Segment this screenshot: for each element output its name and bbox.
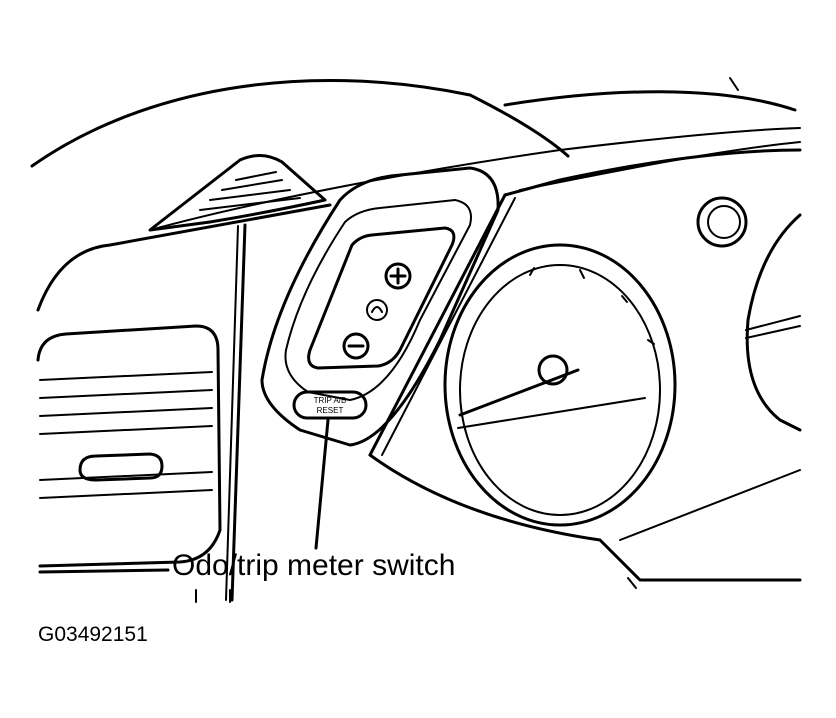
cluster-knob: [696, 196, 748, 248]
trip-reset-switch[interactable]: [292, 390, 368, 420]
button-panel: [307, 226, 456, 370]
cluster-divider-inner: [381, 197, 516, 456]
switch-pod-inner: [284, 199, 472, 401]
minus-button[interactable]: [342, 332, 370, 360]
side-air-vent: [36, 324, 222, 568]
vent-slat: [221, 179, 283, 191]
speedometer-bezel: [443, 243, 677, 527]
dash-top-edge: [503, 90, 797, 112]
vent-slat: [209, 189, 291, 201]
dial-tick: [621, 295, 628, 303]
needle-hub: [537, 354, 569, 386]
vent-slat: [235, 171, 277, 181]
callout-left-line: [38, 568, 170, 574]
cluster-bottom: [368, 453, 802, 582]
plus-icon: [389, 267, 407, 285]
dash-corner-mark: [729, 77, 739, 91]
figure-id: G03492151: [38, 623, 148, 646]
cluster-hood: [503, 148, 802, 197]
vent-slat: [199, 197, 301, 211]
switch-pod-outer: [260, 166, 500, 447]
callout-leader-line: [314, 418, 330, 550]
dash-outer-arc: [30, 78, 472, 168]
switch-label-line2: RESET: [317, 406, 344, 415]
callout-label: Odo/trip meter switch: [172, 549, 456, 582]
cluster-bottom-inner: [619, 469, 801, 541]
cluster-corner-mark: [627, 577, 637, 589]
cluster-divider: [368, 193, 507, 457]
speedometer-dial: [459, 264, 661, 516]
right-gauge-edge: [745, 213, 802, 432]
defroster-vent: [148, 154, 327, 232]
dial-tick: [529, 267, 535, 276]
left-panel-edge: [230, 223, 247, 602]
dial-tick: [579, 269, 585, 279]
right-gauge-needle: [745, 315, 801, 339]
dimmer-button[interactable]: [366, 299, 388, 321]
vent-louver: [39, 389, 213, 399]
plus-button[interactable]: [384, 262, 412, 290]
dash-hood-line: [149, 127, 801, 231]
vent-knob: [78, 452, 164, 482]
switch-label-line1: TRIP A/B: [314, 396, 347, 405]
left-dash-panel: [36, 203, 332, 312]
vent-louver: [39, 407, 213, 417]
callout-ticks: [195, 589, 231, 603]
speedometer-needle: [458, 368, 580, 417]
left-panel-edge-inner: [225, 225, 239, 601]
vent-louver: [39, 425, 213, 435]
vent-louver: [39, 371, 213, 381]
dimmer-icon: [371, 306, 383, 313]
vent-louver: [39, 489, 213, 499]
needle-shadow: [457, 397, 646, 429]
cluster-knob-inner: [707, 205, 741, 239]
dial-tick: [647, 339, 655, 345]
vent-louver: [39, 471, 213, 481]
